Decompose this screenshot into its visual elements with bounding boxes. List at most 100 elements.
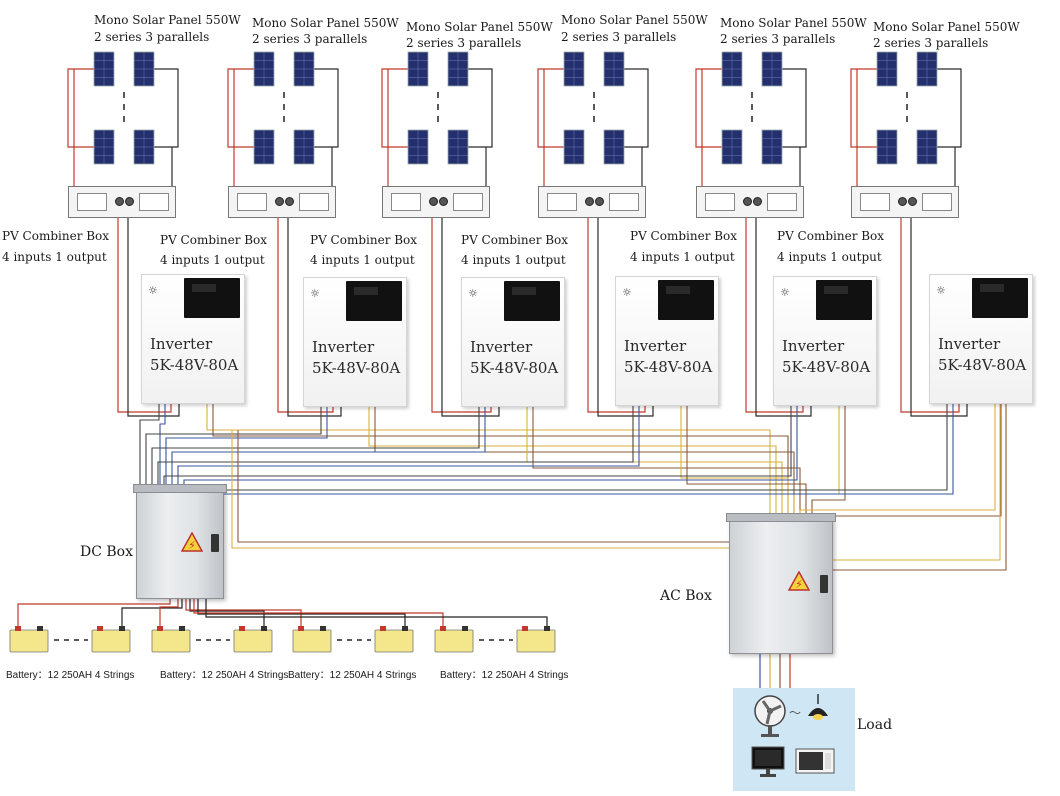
- solar-array-title: Mono Solar Panel 550W: [873, 20, 1020, 34]
- cabinet-handle: [820, 575, 828, 593]
- wire: [755, 218, 812, 417]
- wire: [811, 402, 846, 518]
- solar-array-config: 2 series 3 parallels: [406, 36, 522, 50]
- battery-string-label: Battery：12 250AH 4 Strings: [288, 670, 417, 681]
- wire: [745, 218, 804, 413]
- solar-array-config: 2 series 3 parallels: [94, 30, 210, 44]
- wire: [587, 218, 646, 413]
- wire: [189, 597, 265, 626]
- pv-combiner-box: [851, 186, 959, 218]
- battery-string: [292, 626, 414, 653]
- combiner-spec: 4 inputs 1 output: [2, 250, 107, 264]
- combiner-spec: 4 inputs 1 output: [310, 253, 415, 267]
- solar-panel: [916, 51, 938, 87]
- wire: [850, 68, 877, 148]
- wire: [793, 402, 840, 518]
- solar-panel: [916, 129, 938, 165]
- dc-box-label: DC Box: [80, 544, 133, 560]
- solar-panel: [721, 129, 743, 165]
- battery: [9, 626, 49, 653]
- svg-text:⚡: ⚡: [188, 539, 196, 552]
- wire: [171, 402, 486, 489]
- combiner-spec: 4 inputs 1 output: [461, 253, 566, 267]
- wire: [937, 68, 962, 148]
- battery-layer: [9, 626, 556, 653]
- wire: [177, 402, 640, 489]
- inverter-name: Inverter: [938, 335, 1001, 353]
- inverter-model: 5K-48V-80A: [312, 359, 401, 377]
- battery: [233, 626, 273, 653]
- monitor-icon: [751, 746, 785, 782]
- wire: [163, 402, 792, 489]
- battery: [434, 626, 474, 653]
- solar-array-config: 2 series 3 parallels: [561, 30, 677, 44]
- solar-panel: [761, 129, 783, 165]
- solar-panel: [876, 51, 898, 87]
- inverter-name: Inverter: [150, 335, 213, 353]
- combiner-title: PV Combiner Box: [630, 229, 738, 243]
- wire: [197, 597, 406, 626]
- solar-panel: [721, 51, 743, 87]
- wire: [287, 218, 342, 417]
- wire: [17, 597, 171, 626]
- combiner-title: PV Combiner Box: [310, 233, 418, 247]
- wire: [185, 597, 302, 626]
- battery-string-label: Battery：12 250AH 4 Strings: [160, 670, 289, 681]
- wire: [277, 218, 334, 413]
- pv-combiner-box: [68, 186, 176, 218]
- wire: [231, 430, 729, 549]
- inverter-model: 5K-48V-80A: [470, 359, 559, 377]
- pv-combiner-box: [228, 186, 336, 218]
- combiner-spec: 4 inputs 1 output: [160, 253, 265, 267]
- brand-logo-icon: ☼: [468, 287, 478, 300]
- wires-layer: [17, 68, 1007, 688]
- inverter-display: [658, 280, 714, 320]
- inverter-display: [972, 278, 1028, 318]
- wire: [212, 402, 789, 518]
- solar-array-title: Mono Solar Panel 550W: [720, 16, 867, 30]
- solar-array-config: 2 series 3 parallels: [873, 36, 989, 50]
- wire: [139, 402, 160, 489]
- combiner-title: PV Combiner Box: [777, 229, 885, 243]
- load-label: Load: [857, 717, 893, 733]
- solar-panel: [563, 129, 585, 165]
- inverter: ☼ Inverter 5K-48V-80A: [929, 274, 1033, 404]
- wire: [441, 218, 500, 417]
- solar-panels-layer: [93, 51, 938, 165]
- inverter: ☼ Inverter 5K-48V-80A: [303, 277, 407, 407]
- ac-box-label: AC Box: [660, 588, 712, 604]
- brand-logo-icon: ☼: [148, 284, 158, 297]
- solar-array-title: Mono Solar Panel 550W: [406, 20, 553, 34]
- fan-icon: [751, 694, 789, 742]
- inverter-model: 5K-48V-80A: [150, 356, 239, 374]
- inverter-name: Inverter: [782, 337, 845, 355]
- wire: [368, 402, 777, 518]
- dc-box: ⚡: [133, 484, 227, 599]
- wire: [381, 68, 408, 148]
- solar-array-title: Mono Solar Panel 550W: [561, 13, 708, 27]
- wire: [206, 402, 771, 518]
- wire: [799, 402, 996, 518]
- brand-logo-icon: ☼: [310, 287, 320, 300]
- brand-logo-icon: ☼: [936, 284, 946, 297]
- solar-array-config: 2 series 3 parallels: [252, 32, 368, 46]
- inverter-model: 5K-48V-80A: [624, 358, 713, 376]
- wire: [121, 597, 183, 626]
- inverter: ☼ Inverter 5K-48V-80A: [141, 274, 245, 404]
- wire: [67, 68, 94, 148]
- wire: [157, 402, 634, 489]
- wire: [374, 402, 795, 518]
- battery-string: [9, 626, 131, 653]
- wire: [165, 402, 328, 489]
- pv-combiner-box: [382, 186, 490, 218]
- solar-array-title: Mono Solar Panel 550W: [94, 13, 241, 27]
- pv-combiner-box: [696, 186, 804, 218]
- wire: [127, 218, 180, 417]
- solar-panel: [447, 129, 469, 165]
- wire: [597, 218, 654, 417]
- solar-panel: [603, 51, 625, 87]
- solar-panel: [93, 51, 115, 87]
- solar-panel: [293, 51, 315, 87]
- inverter-model: 5K-48V-80A: [782, 358, 871, 376]
